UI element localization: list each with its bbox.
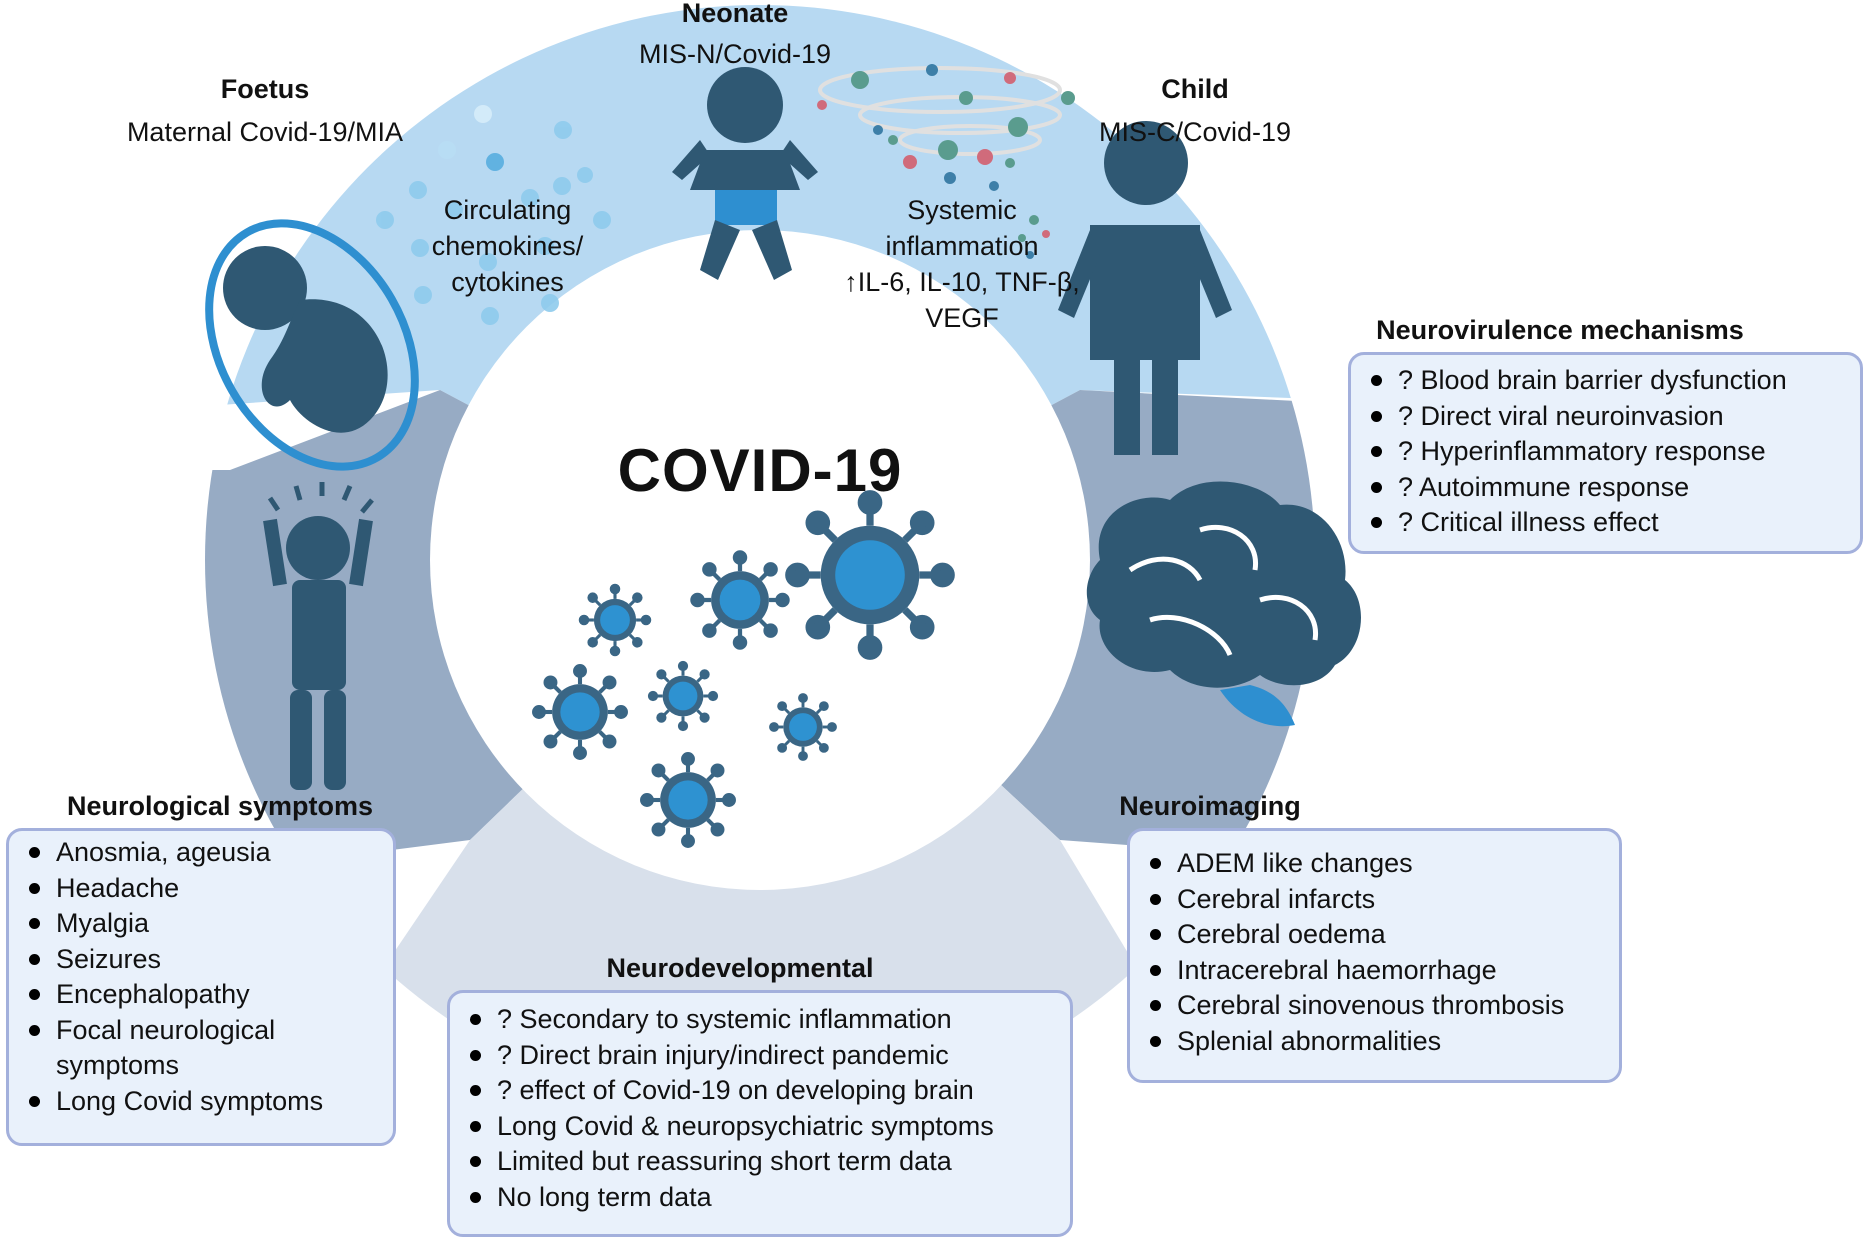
neurodevelopmental-heading: Neurodevelopmental bbox=[606, 953, 874, 983]
neurodevelopmental-item: Limited but reassuring short term data bbox=[450, 1144, 1070, 1180]
swirl-icon bbox=[817, 64, 1075, 259]
neuroimaging-item: ADEM like changes bbox=[1130, 846, 1619, 882]
neurological-item: Focal neurological symptoms bbox=[9, 1013, 326, 1084]
brain-icon bbox=[1086, 481, 1362, 727]
chemokines-line-1: Circulating bbox=[443, 195, 572, 225]
child-subtitle: MIS-C/Covid-19 bbox=[1098, 117, 1292, 147]
chemokines-label: Circulating chemokines/ cytokines bbox=[400, 192, 615, 300]
neonate-heading: Neonate bbox=[681, 0, 789, 28]
particle-icon bbox=[376, 105, 611, 325]
foetus-icon bbox=[205, 219, 419, 471]
neurological-heading: Neurological symptoms bbox=[66, 791, 374, 821]
inflammation-line-3: ↑IL-6, IL-10, TNF-β, bbox=[844, 267, 1080, 297]
inflammation-label: Systemic inflammation ↑IL-6, IL-10, TNF-… bbox=[812, 192, 1112, 336]
inflammation-line-4: VEGF bbox=[925, 303, 999, 333]
neurovirulence-item: ? Critical illness effect bbox=[1351, 505, 1860, 541]
neurovirulence-item: ? Direct viral neuroinvasion bbox=[1351, 399, 1860, 435]
foetus-subtitle: Maternal Covid-19/MIA bbox=[126, 117, 404, 147]
neurological-item: Seizures bbox=[9, 942, 393, 978]
neurovirulence-item: ? Blood brain barrier dysfunction bbox=[1351, 363, 1860, 399]
foetus-heading: Foetus bbox=[220, 74, 310, 104]
inflammation-line-1: Systemic bbox=[907, 195, 1017, 225]
baby-icon bbox=[672, 67, 818, 280]
neurological-item: Headache bbox=[9, 871, 393, 907]
neuroimaging-item: Intracerebral haemorrhage bbox=[1130, 953, 1619, 989]
neurodevelopmental-item: ? Direct brain injury/indirect pandemic bbox=[450, 1038, 1070, 1074]
neurodevelopmental-item: No long term data bbox=[450, 1180, 1070, 1216]
neuroimaging-item: Cerebral infarcts bbox=[1130, 882, 1619, 918]
child-heading: Child bbox=[1161, 74, 1229, 104]
neurovirulence-item: ? Autoimmune response bbox=[1351, 470, 1860, 506]
neuroimaging-heading: Neuroimaging bbox=[1119, 791, 1301, 821]
inflammation-line-2: inflammation bbox=[885, 231, 1039, 261]
neurovirulence-box: ? Blood brain barrier dysfunction ? Dire… bbox=[1348, 352, 1863, 554]
neuroimaging-item: Cerebral oedema bbox=[1130, 917, 1619, 953]
neurovirulence-item: ? Hyperinflammatory response bbox=[1351, 434, 1860, 470]
neurological-box: Anosmia, ageusia Headache Myalgia Seizur… bbox=[6, 828, 396, 1146]
neurological-item: Anosmia, ageusia bbox=[9, 835, 393, 871]
neurodevelopmental-item: ? effect of Covid-19 on developing brain bbox=[450, 1073, 1070, 1109]
neurodevelopmental-box: ? Secondary to systemic inflammation ? D… bbox=[447, 990, 1073, 1237]
neuroimaging-box: ADEM like changes Cerebral infarcts Cere… bbox=[1127, 828, 1622, 1083]
neurological-item: Myalgia bbox=[9, 906, 393, 942]
neurological-item: Encephalopathy bbox=[9, 977, 393, 1013]
neonate-subtitle: MIS-N/Covid-19 bbox=[638, 39, 832, 69]
neurological-item: Long Covid symptoms bbox=[9, 1084, 393, 1120]
center-title: COVID-19 bbox=[617, 437, 903, 504]
headache-person-icon bbox=[263, 482, 374, 790]
neuroimaging-item: Cerebral sinovenous thrombosis bbox=[1130, 988, 1619, 1024]
neuroimaging-item: Splenial abnormalities bbox=[1130, 1024, 1619, 1060]
neurodevelopmental-item: Long Covid & neuropsychiatric symptoms bbox=[450, 1109, 1070, 1145]
chemokines-line-3: cytokines bbox=[451, 267, 564, 297]
chemokines-line-2: chemokines/ bbox=[431, 231, 584, 261]
neurovirulence-heading: Neurovirulence mechanisms bbox=[1376, 315, 1744, 345]
neurodevelopmental-item: ? Secondary to systemic inflammation bbox=[450, 1002, 1070, 1038]
child-icon bbox=[1058, 121, 1232, 455]
